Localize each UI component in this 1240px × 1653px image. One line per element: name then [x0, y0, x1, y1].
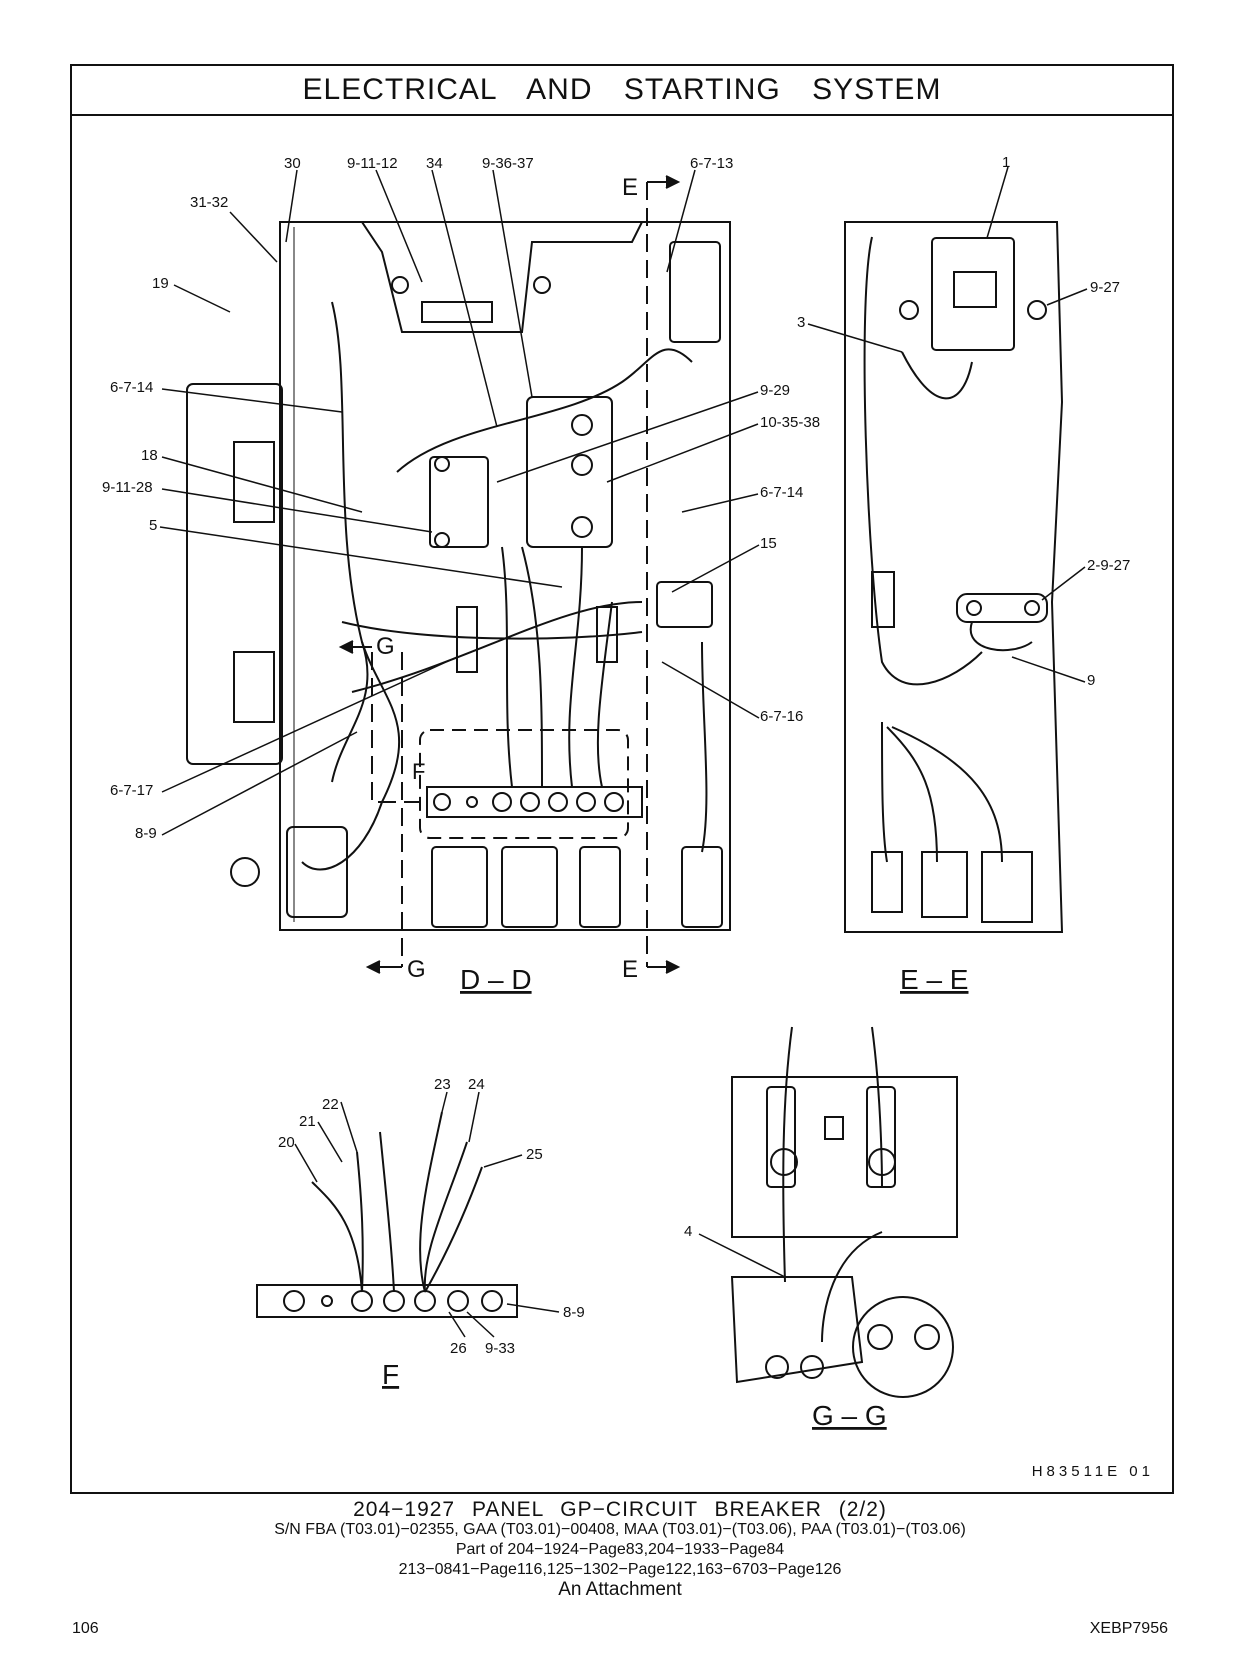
right-connector	[669, 241, 721, 343]
callout-5: 5	[149, 517, 157, 534]
document-number: XEBP7956	[1089, 1620, 1168, 1637]
relay	[429, 456, 489, 548]
drawing-frame: ELECTRICAL AND STARTING SYSTEM	[70, 64, 1174, 1494]
callout-9-36-37: 9-36-37	[482, 155, 534, 172]
ee-connector	[871, 571, 895, 628]
regulator	[931, 237, 1015, 351]
cut-marker-e-top: E	[622, 174, 638, 201]
callout-3: 3	[797, 314, 805, 331]
caption-block: 204−1927 PANEL GP−CIRCUIT BREAKER (2/2) …	[0, 1498, 1240, 1600]
callout-9-29: 9-29	[760, 382, 790, 399]
callout-2-9-27: 2-9-27	[1087, 557, 1130, 574]
section-title-ee: E – E	[900, 964, 968, 995]
callout-6-7-16: 6-7-16	[760, 708, 803, 725]
callout-9-11-12: 9-11-12	[347, 155, 398, 172]
callout-18: 18	[141, 447, 158, 464]
callout-10-35-38: 10-35-38	[760, 414, 820, 431]
callout-24: 24	[468, 1076, 485, 1093]
callout-8-9-top: 8-9	[135, 825, 157, 842]
circuit-breaker	[286, 826, 348, 918]
parts-diagram: 30 9-11-12 34 9-36-37 6-7-13 1 31-32 19 …	[102, 154, 1130, 1431]
controller-module	[360, 221, 644, 333]
callout-26: 26	[450, 1340, 467, 1357]
callout-31-32: 31-32	[190, 194, 228, 211]
callout-6-7-14-right: 6-7-14	[760, 484, 803, 501]
caption-attachment: An Attachment	[558, 1579, 682, 1600]
terminal-strip-dd	[426, 786, 643, 818]
cut-marker-f: F	[412, 759, 425, 784]
ee-panel-outline	[844, 221, 1064, 933]
section-title-f: F	[382, 1359, 399, 1390]
callout-22: 22	[322, 1096, 339, 1113]
gg-breaker-body	[730, 1276, 864, 1384]
callout-9-11-28: 9-11-28	[102, 479, 153, 496]
callout-6-7-13: 6-7-13	[690, 155, 733, 172]
callout-9-27: 9-27	[1090, 279, 1120, 296]
callout-19: 19	[152, 275, 169, 292]
callout-34: 34	[426, 155, 443, 172]
cut-marker-g-mid: G	[376, 633, 395, 660]
caption-references: 213−0841−Page116,125−1302−Page122,163−67…	[398, 1561, 842, 1578]
caption-title: 204−1927 PANEL GP−CIRCUIT BREAKER (2/2)	[353, 1498, 887, 1521]
caption-serial-numbers: S/N FBA (T03.01)−02355, GAA (T03.01)−004…	[274, 1521, 966, 1538]
cut-marker-e-bottom: E	[622, 956, 638, 983]
callout-9-33: 9-33	[485, 1340, 515, 1357]
callout-9: 9	[1087, 672, 1095, 689]
callout-8-9-f: 8-9	[563, 1304, 585, 1321]
drawing-code: H83511E 01	[1031, 1463, 1154, 1480]
callout-1: 1	[1002, 154, 1010, 171]
caption-part-of: Part of 204−1924−Page83,204−1933−Page84	[455, 1541, 785, 1558]
callout-6-7-17: 6-7-17	[110, 782, 153, 799]
caterpillar-badge	[421, 301, 493, 323]
callout-23: 23	[434, 1076, 451, 1093]
section-title-dd: D – D	[460, 964, 532, 995]
page-number: 106	[72, 1620, 99, 1637]
callout-30: 30	[284, 155, 301, 172]
section-f-outline	[419, 729, 629, 839]
side-panel-box	[186, 383, 283, 765]
gg-round-component	[852, 1296, 954, 1398]
callout-20: 20	[278, 1134, 295, 1151]
callout-4: 4	[684, 1223, 692, 1240]
drawing-title: ELECTRICAL AND STARTING SYSTEM	[72, 66, 1172, 116]
terminal-strip-f	[256, 1284, 518, 1318]
gg-panel	[731, 1076, 958, 1238]
terminal-block	[526, 396, 613, 548]
callout-21: 21	[299, 1113, 316, 1130]
cut-marker-g-bottom: G	[407, 956, 426, 983]
callout-15: 15	[760, 535, 777, 552]
callout-6-7-14-left: 6-7-14	[110, 379, 153, 396]
section-title-gg: G – G	[812, 1400, 887, 1431]
callout-25: 25	[526, 1146, 543, 1163]
